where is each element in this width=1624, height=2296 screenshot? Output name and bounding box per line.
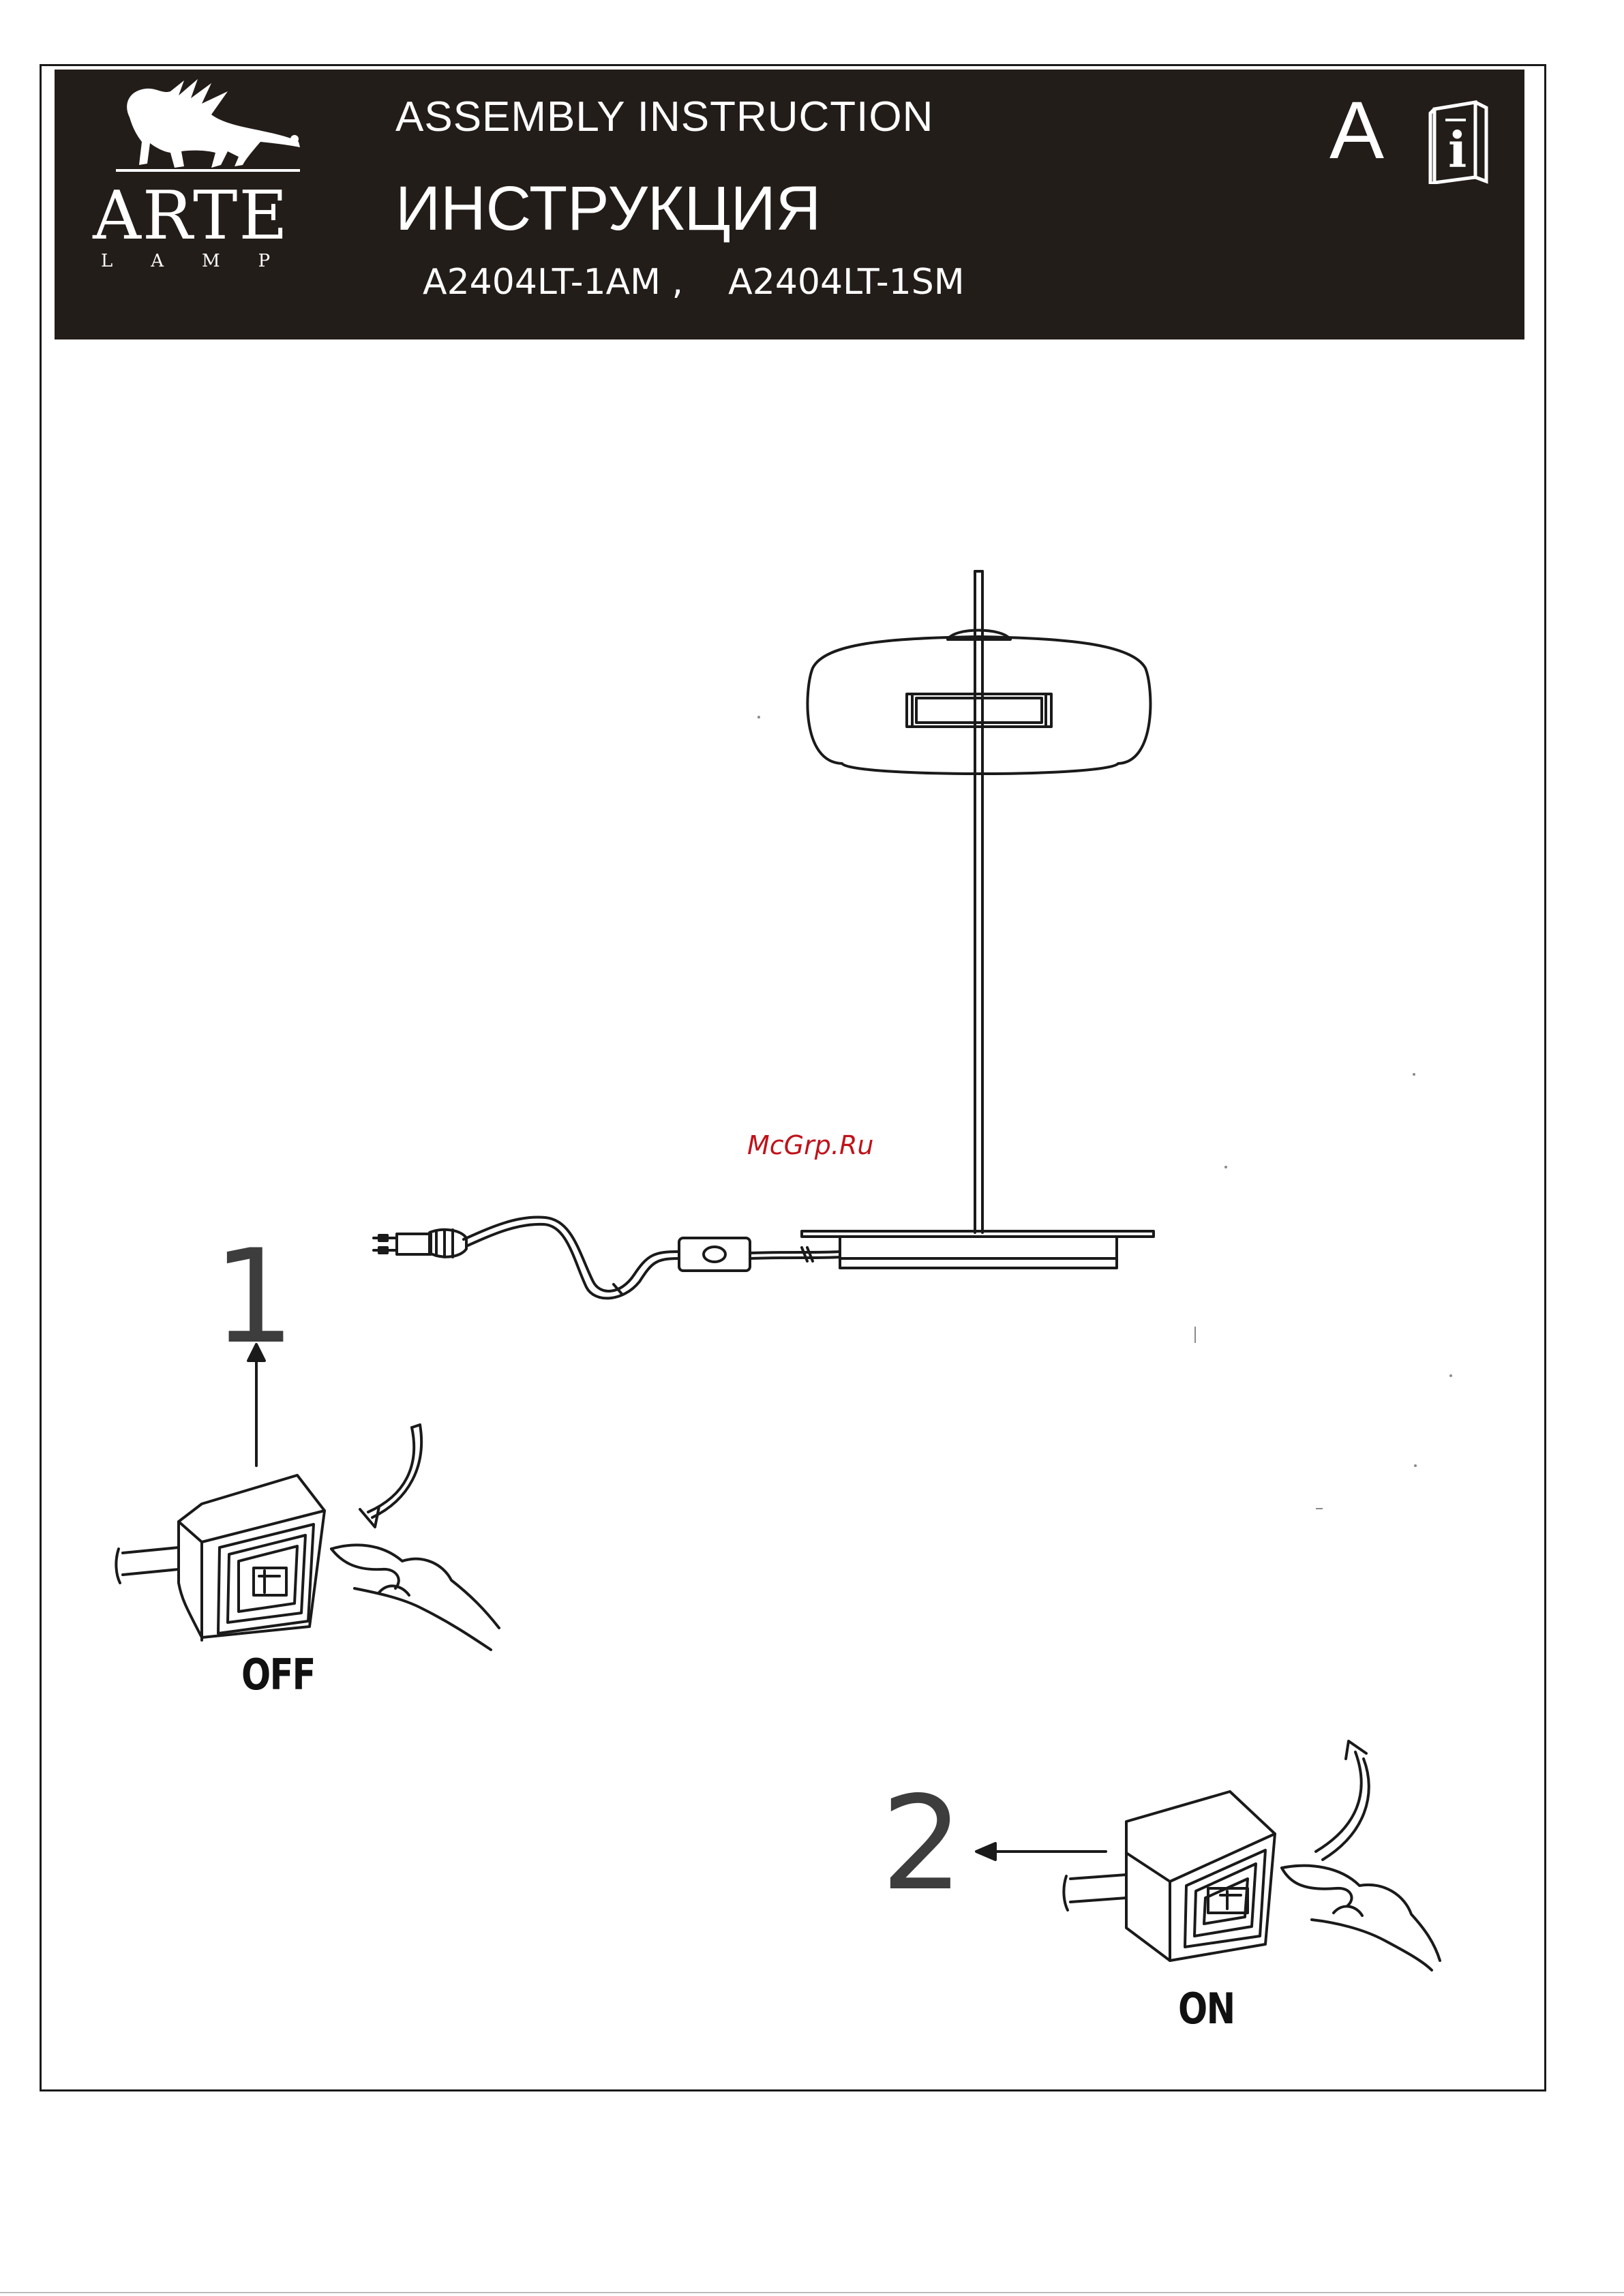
step-2-state-label: ON [1178,1984,1234,2034]
lamp-base [840,1237,1117,1268]
bottom-rule [0,2292,1624,2293]
glass-shade [807,637,1150,774]
watermark: McGrp.Ru [747,1130,873,1160]
lamp-base-plate [802,1231,1154,1237]
switch-on-illustration [976,1741,1440,1970]
inline-switch [679,1238,750,1271]
step-2-number: 2 [881,1779,963,1909]
step-1-state-label: OFF [241,1650,315,1700]
switch-off-illustration [116,1344,499,1650]
step-1-number: 1 [213,1233,295,1362]
